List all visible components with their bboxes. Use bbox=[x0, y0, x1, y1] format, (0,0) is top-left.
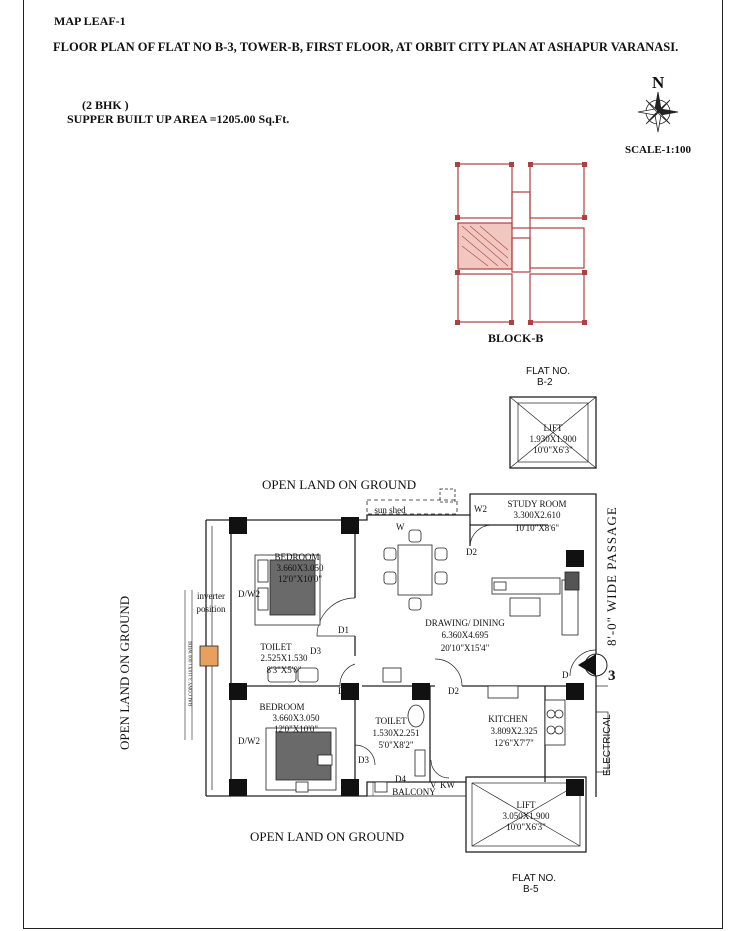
lift-top-size-m: 1.930X1.900 bbox=[530, 434, 577, 444]
key-plan bbox=[455, 162, 587, 325]
compass-icon bbox=[637, 91, 679, 133]
lift-top-size-ft: 10'0"X6'3" bbox=[533, 445, 573, 455]
side-balcony-label: BALCONY 3.110X1.000 WIDE bbox=[189, 641, 194, 706]
inverter-label-2: position bbox=[196, 604, 226, 614]
scale-label: SCALE-1:100 bbox=[625, 144, 692, 156]
lift-bottom-size-ft: 10'0"X6'3" bbox=[506, 822, 546, 832]
toilet1-size-ft: 8'3"X5'0" bbox=[266, 665, 301, 675]
sun-shed-label: sun shed bbox=[374, 505, 406, 515]
window-w: W bbox=[396, 522, 405, 532]
toilet2-name: TOILET bbox=[375, 716, 407, 726]
map-leaf-label: MAP LEAF-1 bbox=[54, 14, 126, 28]
dining-table bbox=[383, 529, 448, 611]
drawing-name: DRAWING/ DINING bbox=[425, 618, 505, 628]
bed-2 bbox=[265, 727, 337, 793]
drawing-frame bbox=[23, 0, 723, 929]
bedroom2-size-m: 3.660X3.050 bbox=[273, 713, 320, 723]
kitchen-size-ft: 12'6"X7'7" bbox=[494, 738, 534, 748]
toilet2-size-ft: 5'0"X8'2" bbox=[378, 740, 413, 750]
bedroom1-name: BEDROOM bbox=[274, 552, 319, 562]
bed-1 bbox=[254, 554, 321, 626]
window-w2: W2 bbox=[474, 504, 487, 514]
flat-top-line1: FLAT NO. bbox=[526, 366, 571, 377]
kitchen-window-kw: KW bbox=[440, 780, 455, 790]
north-label: N bbox=[652, 73, 665, 92]
door-dw2-b: D/W2 bbox=[238, 736, 260, 746]
door-d3-a: D3 bbox=[310, 646, 321, 656]
room-labels: LIFT 1.930X1.900 10'0"X6'3" STUDY ROOM 3… bbox=[196, 423, 577, 832]
bedroom1-size-m: 3.660X3.050 bbox=[277, 563, 324, 573]
open-land-top: OPEN LAND ON GROUND bbox=[262, 477, 417, 492]
entry-number: 3 bbox=[608, 668, 616, 684]
block-label: BLOCK-B bbox=[488, 331, 544, 345]
door-d2-b: D2 bbox=[448, 686, 459, 696]
vent-v: V bbox=[430, 780, 437, 790]
kitchen-name: KITCHEN bbox=[488, 714, 528, 724]
lift-bottom-name: LIFT bbox=[517, 800, 537, 810]
lift-bottom-size-m: 3.050X1.900 bbox=[503, 811, 550, 821]
columns bbox=[229, 517, 584, 796]
balcony-label: BALCONY bbox=[392, 787, 436, 797]
sofa-set bbox=[491, 571, 580, 636]
open-land-bottom: OPEN LAND ON GROUND bbox=[250, 829, 405, 844]
flat-top-line2: B-2 bbox=[537, 377, 553, 388]
door-d1-a: D1 bbox=[338, 625, 349, 635]
plan-title: FLOOR PLAN OF FLAT NO B-3, TOWER-B, FIRS… bbox=[53, 40, 679, 54]
bedroom2-size-ft: 12'0"X10'0" bbox=[274, 724, 318, 734]
kitchen-counter bbox=[487, 685, 566, 746]
door-d2-a: D2 bbox=[466, 547, 477, 557]
door-swings bbox=[316, 524, 597, 779]
study-size-ft: 10'10"X8'6" bbox=[515, 523, 559, 533]
door-tags: D1 D1 D2 D2 D3 D3 D4 D D/W2 D/W2 W W2 V … bbox=[238, 504, 569, 790]
kitchen-size-m: 3.809X2.325 bbox=[491, 726, 538, 736]
bedroom1-size-ft: 12'0"X10'0" bbox=[278, 574, 322, 584]
toilet2-size-m: 1.530X2.251 bbox=[373, 728, 420, 738]
drawing-size-m: 6.360X4.695 bbox=[442, 630, 489, 640]
door-dw2-a: D/W2 bbox=[238, 589, 260, 599]
bedroom2-name: BEDROOM bbox=[259, 702, 304, 712]
bhk-label: (2 BHK ) bbox=[82, 98, 129, 112]
door-d: D bbox=[562, 670, 569, 680]
drawing-size-ft: 20'10"X15'4" bbox=[441, 643, 490, 653]
toilet1-name: TOILET bbox=[260, 642, 292, 652]
entry-arrow-icon bbox=[578, 653, 608, 677]
study-name: STUDY ROOM bbox=[508, 499, 567, 509]
lift-top-name: LIFT bbox=[544, 423, 564, 433]
toilet1-size-m: 2.525X1.530 bbox=[261, 653, 308, 663]
door-d1-b: D1 bbox=[338, 686, 349, 696]
toilet-fixtures bbox=[199, 645, 426, 793]
flat-bottom-line1: FLAT NO. bbox=[512, 873, 557, 884]
area-label: SUPPER BUILT UP AREA =1205.00 Sq.Ft. bbox=[67, 112, 290, 126]
inverter-label-1: inverter bbox=[197, 591, 225, 601]
flat-bottom-line2: B-5 bbox=[523, 884, 539, 895]
study-size-m: 3.300X2.610 bbox=[514, 510, 561, 520]
walls bbox=[184, 396, 609, 853]
door-d4: D4 bbox=[395, 774, 406, 784]
door-d3-b: D3 bbox=[358, 755, 369, 765]
